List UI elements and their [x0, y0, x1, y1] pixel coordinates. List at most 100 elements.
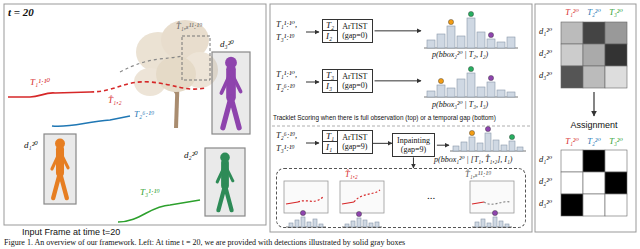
drawing-part: [306, 32, 319, 33]
score-matrix: [561, 150, 627, 216]
matrix-cell: [605, 66, 627, 88]
person-arm: [217, 165, 225, 182]
histogram-dot: [468, 66, 473, 71]
model-name: (gap=0): [342, 81, 367, 90]
matrix-cell: [561, 66, 583, 88]
drawing-part: [118, 200, 200, 222]
histogram-dot: [488, 32, 493, 37]
histogram-bar: [427, 91, 435, 97]
drawing-part: [284, 181, 514, 213]
model-cell: ArTIST(gap=9): [338, 131, 371, 153]
person-arm: [225, 165, 233, 181]
math-label: d₁²⁰: [539, 27, 552, 37]
drawing-part: [354, 190, 380, 202]
drawing-part: [4, 4, 266, 225]
histogram-bar: [453, 146, 459, 151]
histogram-bar: [319, 224, 323, 227]
histogram-dot: [485, 126, 490, 131]
drawing-part: [535, 4, 636, 232]
model-name: ArTIST: [342, 72, 367, 81]
math-label: p(bbox₃²⁰ | T₃, I₃): [432, 100, 488, 109]
histogram-bar: [497, 42, 505, 48]
histogram-bar: [477, 143, 483, 151]
math-label: T̂₁,₂: [108, 95, 122, 105]
drawing-part: [212, 52, 250, 134]
histogram-bar: [501, 145, 507, 151]
candidate-label: ...: [427, 189, 435, 202]
drawing-part: [286, 202, 298, 204]
math-label: T₂⁶:¹⁹: [276, 83, 295, 93]
math-label: d₃²⁰: [539, 71, 552, 81]
math-label: p(bbox₁²⁰ | [T₁, T̂₁,₂], I₁): [434, 155, 512, 164]
annotation-text: Input Frame at time t=20: [22, 227, 120, 237]
model-name: (gap=0): [342, 31, 367, 40]
histogram-bar: [427, 40, 435, 48]
model-box: T₃I₃ArTIST(gap=0): [322, 69, 373, 93]
histogram: [450, 126, 526, 151]
drawing-part: [205, 148, 245, 216]
histogram-bar: [481, 219, 485, 227]
matrix-cell: [583, 66, 605, 88]
histogram-bar: [357, 218, 361, 227]
math-label: T₃¹:¹⁹: [276, 33, 295, 43]
histogram-bar: [475, 222, 479, 227]
math-label: d₂²⁰: [539, 177, 552, 187]
input-symbol: T₂: [323, 20, 337, 30]
histogram-bar: [447, 88, 455, 97]
drawing-part: [306, 143, 319, 144]
score-matrix: [561, 22, 627, 88]
person-figure: [52, 139, 68, 199]
math-label: t = 20: [8, 6, 34, 19]
model-name: ArTIST: [342, 133, 367, 142]
model-box: T₂I₂ArTIST(gap=0): [322, 19, 373, 43]
histogram-bar: [345, 224, 349, 227]
math-label: d₃²⁰: [220, 39, 234, 49]
matrix-cell: [583, 22, 605, 44]
histogram-bar: [487, 223, 491, 227]
histogram-dot: [300, 210, 305, 215]
math-label: T₃²⁰: [609, 8, 623, 18]
histogram-bar: [289, 223, 293, 227]
math-label: d₁²⁰: [24, 140, 38, 150]
histogram-bar: [507, 92, 515, 97]
histogram: [342, 211, 382, 227]
math-label: T₃²⁰: [609, 137, 623, 147]
matrix-cell: [583, 44, 605, 66]
histogram: [472, 210, 512, 227]
histogram-bar: [375, 222, 379, 227]
connector-arrow: [373, 143, 392, 144]
model-cell: ArTIST(gap=0): [338, 70, 371, 92]
math-label: d₂²⁰: [539, 49, 552, 59]
matrix-cell: [561, 44, 583, 66]
annotation-text: Assignment: [570, 120, 617, 130]
input-symbol: I₃: [323, 80, 337, 91]
math-label: T₁²⁰: [565, 8, 579, 18]
drawing-part: [272, 126, 530, 127]
histogram-bar: [307, 222, 311, 227]
person-figure: [217, 153, 233, 211]
histogram-bar: [509, 141, 515, 151]
math-label: T₃¹:¹⁹: [140, 187, 160, 197]
math-label: T₂²⁰: [587, 137, 601, 147]
matrix-cell: [583, 150, 605, 172]
histogram-dot: [488, 75, 493, 80]
person-figure: [221, 57, 240, 128]
matrix-cell: [605, 22, 627, 44]
histogram: [424, 66, 518, 97]
figure-caption: Figure 1. An overview of our framework. …: [4, 238, 405, 247]
histogram-bar: [469, 137, 475, 151]
histogram: [424, 11, 518, 48]
histogram-bar: [437, 85, 445, 97]
histogram-bar: [507, 37, 515, 48]
drawing-part: [120, 56, 182, 72]
person-arm: [231, 72, 241, 91]
math-label: T₂⁶:¹⁹,: [276, 131, 297, 141]
drawing-part: [8, 92, 90, 97]
histogram-bar: [487, 82, 495, 97]
histogram-dot: [509, 134, 514, 139]
math-label: T₂²⁰: [587, 8, 601, 18]
drawing-part: [342, 202, 354, 204]
histogram-bar: [313, 219, 317, 227]
flow-arrow: [375, 30, 421, 31]
